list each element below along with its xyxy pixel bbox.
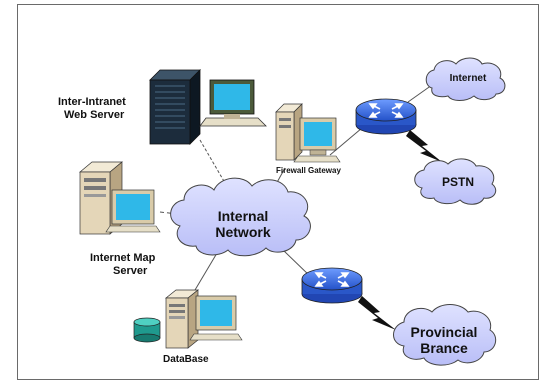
provincial-brance-label-line2: Brance: [420, 340, 468, 356]
server-tower-icon: [275, 111, 295, 161]
link-router-internet: [407, 84, 433, 103]
map-server-icon: [79, 161, 161, 235]
database-cylinder-icon: [133, 317, 161, 343]
map-server-label-line2: Server: [113, 265, 148, 277]
lightning-link-icon: [358, 296, 396, 330]
provincial-brance-label-line1: Provincial: [410, 324, 478, 340]
database-label: DataBase: [163, 354, 209, 365]
cloud-icon: [393, 304, 497, 366]
cloud-icon: [170, 177, 311, 257]
firewall-gateway-icon: [275, 103, 341, 163]
lightning-link-icon: [406, 130, 442, 162]
database-server-icon: [165, 289, 243, 349]
router-icon: [355, 98, 417, 135]
internal-network-label-line2: Network: [215, 224, 271, 240]
pstn-cloud: [414, 158, 497, 205]
internet-cloud: [425, 57, 506, 101]
map-server-label-line1: Internet Map: [90, 252, 156, 264]
internal-network-cloud: [170, 177, 311, 257]
pstn-label: PSTN: [441, 175, 474, 189]
server-tower-icon: [79, 171, 111, 235]
cloud-icon: [425, 57, 506, 101]
link-firewall-router: [329, 127, 363, 156]
link-webserver-internal: [199, 139, 233, 196]
internal-network-label-line1: Internal: [217, 208, 269, 224]
firewall-gateway-label: Firewall Gateway: [276, 166, 341, 175]
web-server-label-line1: Inter-Intranet: [58, 96, 126, 108]
web-server-label-line2: Web Server: [64, 109, 125, 121]
provincial-brance-cloud: [393, 304, 497, 366]
cloud-icon: [414, 158, 497, 205]
web-server-icon: [149, 69, 267, 145]
internet-label: Internet: [449, 73, 487, 84]
router-icon: [301, 267, 363, 304]
